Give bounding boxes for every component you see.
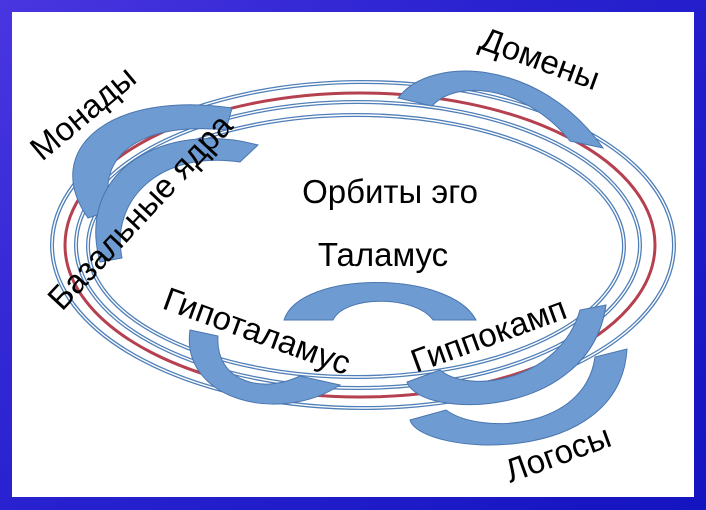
logos-arc bbox=[409, 348, 628, 446]
hippocampus-arc bbox=[406, 304, 607, 406]
thalamus-arc bbox=[283, 282, 477, 321]
block-arcs bbox=[72, 70, 628, 446]
label-thalamus: Таламус bbox=[318, 236, 448, 273]
monads-arc bbox=[72, 104, 233, 219]
orbit-rings bbox=[50, 80, 676, 410]
basal-nuclei-arc bbox=[95, 138, 259, 263]
hypothalamus-arc bbox=[188, 329, 342, 405]
ego-orbit bbox=[63, 91, 657, 399]
title-orbits-of-ego: Орбиты эго bbox=[302, 173, 478, 210]
domains-arc bbox=[397, 70, 605, 149]
